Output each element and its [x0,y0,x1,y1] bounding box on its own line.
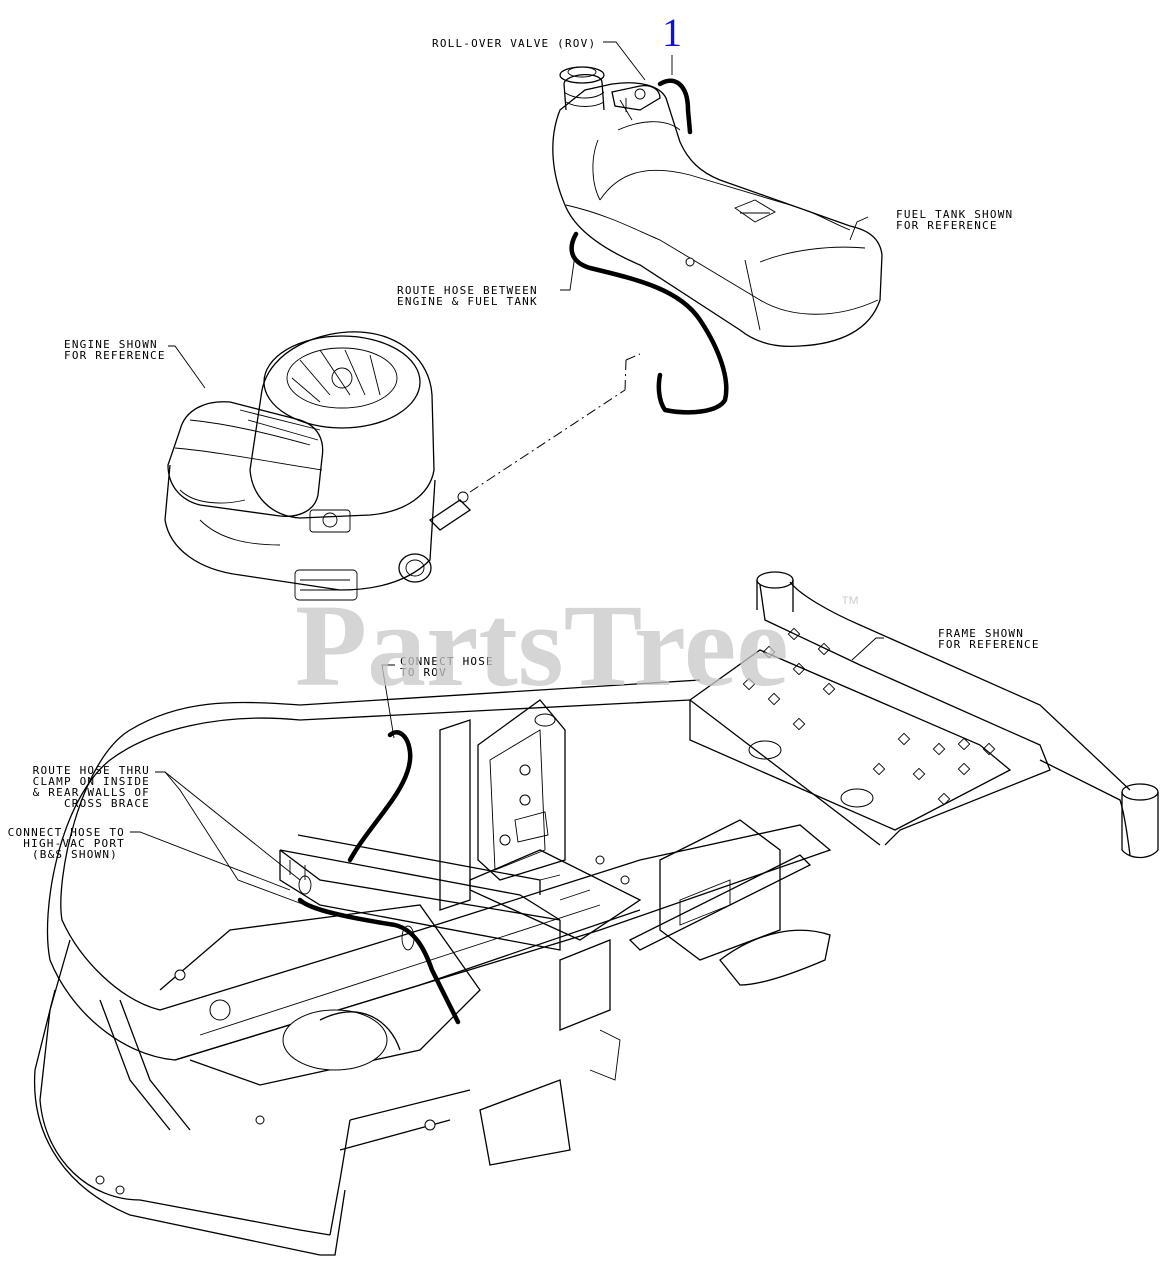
label-route-clamp-3: & REAR WALLS OF [33,786,150,799]
label-connect-vac-2: HIGH-VAC PORT [23,837,125,850]
label-connect-vac-1: CONNECT HOSE TO [8,826,125,839]
label-fuel-tank-2: FOR REFERENCE [896,219,998,232]
label-frame-1: FRAME SHOWN [938,627,1024,640]
leader-lines [130,41,884,906]
watermark-trademark: ™ [840,593,860,615]
fuel-tank [552,66,883,348]
vent-hose [297,78,729,1025]
label-rov: ROLL-OVER VALVE (ROV) [432,37,596,50]
watermark: PartsTree [295,580,789,711]
label-route-engine-tank-1: ROUTE HOSE BETWEEN [397,284,538,297]
label-fuel-tank-1: FUEL TANK SHOWN [896,208,1013,221]
label-route-clamp-1: ROUTE HOSE THRU [33,764,150,777]
label-route-clamp-2: CLAMP ON INSIDE [33,775,150,788]
label-connect-rov-1: CONNECT HOSE [400,655,494,668]
engine [164,331,641,601]
label-connect-rov-2: TO ROV [400,666,447,679]
deck-holes [742,627,996,806]
label-route-engine-tank-2: ENGINE & FUEL TANK [397,295,538,308]
label-frame-2: FOR REFERENCE [938,638,1040,651]
label-connect-vac-3: (B&S SHOWN) [32,848,118,861]
frame [33,571,1159,1256]
label-engine-2: FOR REFERENCE [64,349,166,362]
label-route-clamp-4: CROSS BRACE [64,797,150,810]
label-engine-1: ENGINE SHOWN [64,338,158,351]
callout-number-1: 1 [662,10,682,55]
